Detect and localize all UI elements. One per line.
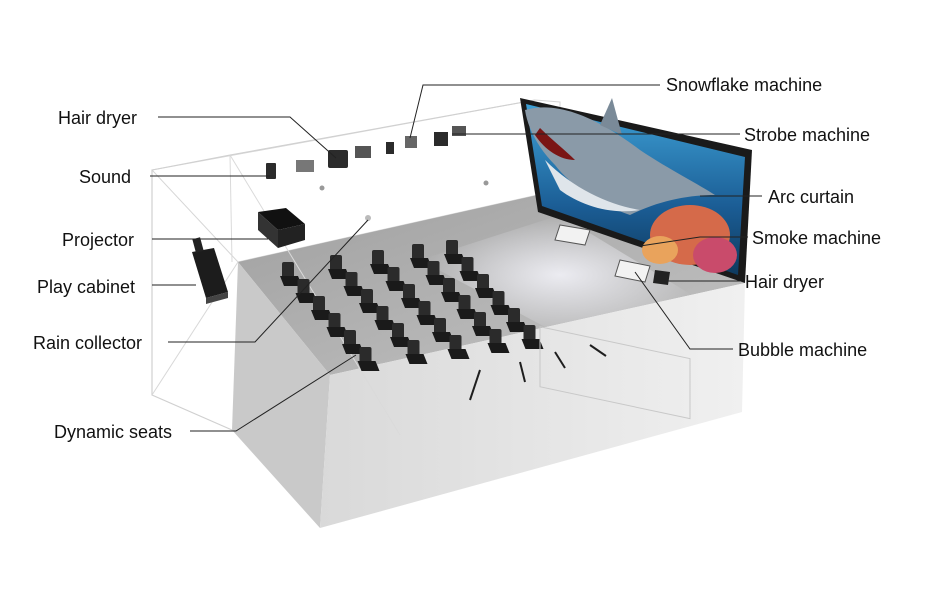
dynamic-seat-icon [425,261,448,285]
strobe-device-icon [434,132,448,146]
dynamic-seat-icon [441,278,463,302]
label-strobe-machine: Strobe machine [744,125,871,145]
dynamic-seat-icon [357,347,380,371]
leader-smoke [639,236,748,247]
front-equipment [539,224,691,420]
dynamic-seat-icon [311,296,333,320]
glass-frame-2 [151,261,239,396]
leader-lines [150,84,762,432]
label-smoke-machine: Smoke machine [752,228,882,248]
dynamic-seat-icon [459,257,482,281]
label-rain-collector: Rain collector [33,333,143,353]
hair-dryer-floor-device [653,270,670,285]
strobe-device-2-icon [452,126,466,136]
label-projector: Projector [62,230,135,250]
label-arc-curtain: Arc curtain [768,187,855,207]
rain-collector-device-icon [365,215,371,221]
smoke-machine-device [554,224,591,246]
speaker-2-icon [386,142,394,154]
leader-rain-collector [168,219,369,343]
dynamic-seat-icon [521,325,544,349]
ceiling-line-2 [229,99,536,156]
leader-snowflake [409,84,660,139]
dynamic-seat-icon [475,274,497,298]
dynamic-seat-icon [370,250,392,274]
left-wall-base [232,262,330,528]
snowflake-device-icon [405,136,417,148]
dynamic-seat-icon [444,240,466,264]
dynamic-seat-icon [416,301,439,325]
coral-2 [693,237,737,273]
lamp-2-icon [483,180,489,186]
dynamic-seat-icon [401,284,423,308]
divider-line-2 [229,154,233,263]
dynamic-seat-icon [490,291,513,315]
play-cabinet [192,237,228,304]
ceiling-line [151,154,231,171]
room [151,99,745,528]
dynamic-seat-icon [343,272,366,296]
dynamic-seat-icon [487,329,510,353]
dynamic-seat-icon [295,279,318,303]
shark-fin [600,98,622,135]
dynamic-seat-icon [432,318,454,342]
dynamic-seat-icon [447,335,470,359]
divider-line [229,154,401,436]
screen-monitor-icon [355,146,371,158]
dynamic-seat-icon [280,262,302,286]
dynamic-seat-icon [472,312,494,336]
label-hair-dryer-left: Hair dryer [58,108,138,128]
floor-light [420,215,700,335]
coral-3 [642,236,678,264]
label-snowflake-machine: Snowflake machine [666,75,823,95]
dynamic-seat-icon [506,308,528,332]
front-wall-base [320,283,745,528]
shark-mouth [535,128,575,160]
dynamic-seat-icon [390,323,412,347]
equipment-glass [539,326,691,420]
dynamic-seat-icon [374,306,397,330]
dynamic-seat-icon [456,295,479,319]
label-bubble-machine: Bubble machine [738,340,868,360]
dynamic-seat-icon [326,313,349,337]
lamp-icon [319,185,325,191]
floor-steps [469,344,607,401]
dynamic-seat-icon [328,255,350,279]
dynamic-seat-icon [405,340,428,364]
label-dynamic-seats: Dynamic seats [54,422,173,442]
shark-belly [545,160,640,212]
dynamic-seat-icon [342,330,364,354]
projector-small-icon [296,160,314,172]
label-hair-dryer-right: Hair dryer [745,272,825,292]
sound-speaker-icon [266,163,276,179]
leader-dynamic-seats [190,354,357,432]
dynamic-seat-icon [359,289,381,313]
dynamic-seats-group [280,240,544,371]
leader-hair-dryer-left [158,116,337,159]
leader-bubble [634,271,733,350]
label-play-cabinet: Play cabinet [37,277,136,297]
hair-dryer-device-icon [328,150,348,168]
bubble-machine-device [614,259,651,283]
projector-box [258,208,305,248]
ceiling-devices [266,126,489,221]
dynamic-seat-icon [385,267,408,291]
dynamic-seat-icon [410,244,432,268]
label-sound: Sound [79,167,132,187]
